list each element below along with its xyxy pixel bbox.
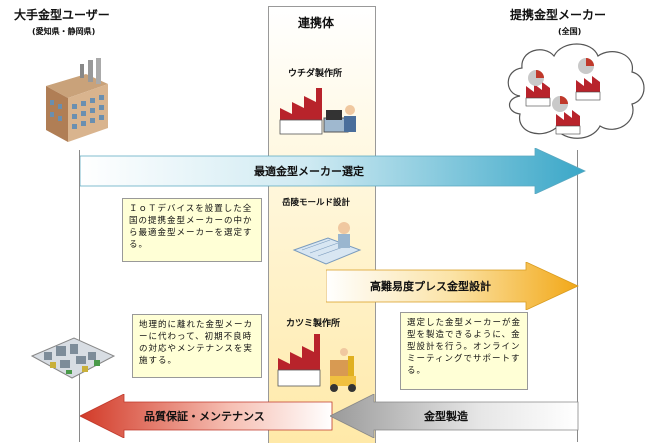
partner-makers-cloud-icon <box>507 43 645 139</box>
center-header-title: 連携体 <box>298 16 335 30</box>
company-label-mold-design: 岳陵モールド設計 <box>282 198 351 208</box>
selection-arrow <box>80 148 586 194</box>
designer-icon <box>292 222 362 265</box>
uchida-factory-icon <box>279 88 356 135</box>
selection-arrow-label: 最適金型メーカー選定 <box>254 165 364 178</box>
right-header-subtitle: (全国) <box>558 27 582 36</box>
left-header-title: 大手金型ユーザー <box>14 8 110 22</box>
press-design-arrow-label: 高難易度プレス金型設計 <box>370 280 491 293</box>
left-header-subtitle: (愛知県・静岡県) <box>32 27 96 36</box>
katsumi-factory-icon <box>277 334 356 392</box>
manufacture-arrow <box>330 394 579 438</box>
note-maintenance: 地理的に離れた金型メーカーに代わって、初期不良時の対応やメンテナンスを実施する。 <box>132 314 262 378</box>
left-vertical-line <box>79 150 80 442</box>
quality-arrow-label: 品質保証・メンテナンス <box>144 410 265 423</box>
right-header-title: 提携金型メーカー <box>510 8 607 22</box>
note-online-support: 選定した金型メーカーが金型を製造できるように、金型設計を行う。オンラインミーティ… <box>400 312 528 390</box>
manufacture-arrow-label: 金型製造 <box>424 410 468 423</box>
user-factory-icon <box>46 58 108 142</box>
right-vertical-line <box>577 150 578 442</box>
press-design-arrow <box>326 262 579 310</box>
company-label-uchida: ウチダ製作所 <box>288 69 343 79</box>
production-floor-icon <box>30 337 116 379</box>
note-iot-selection: ＩｏＴデバイスを設置した全国の提携金型メーカーの中から最適金型メーカーを選定する… <box>122 198 262 262</box>
company-label-katsumi: カツミ製作所 <box>286 319 341 329</box>
